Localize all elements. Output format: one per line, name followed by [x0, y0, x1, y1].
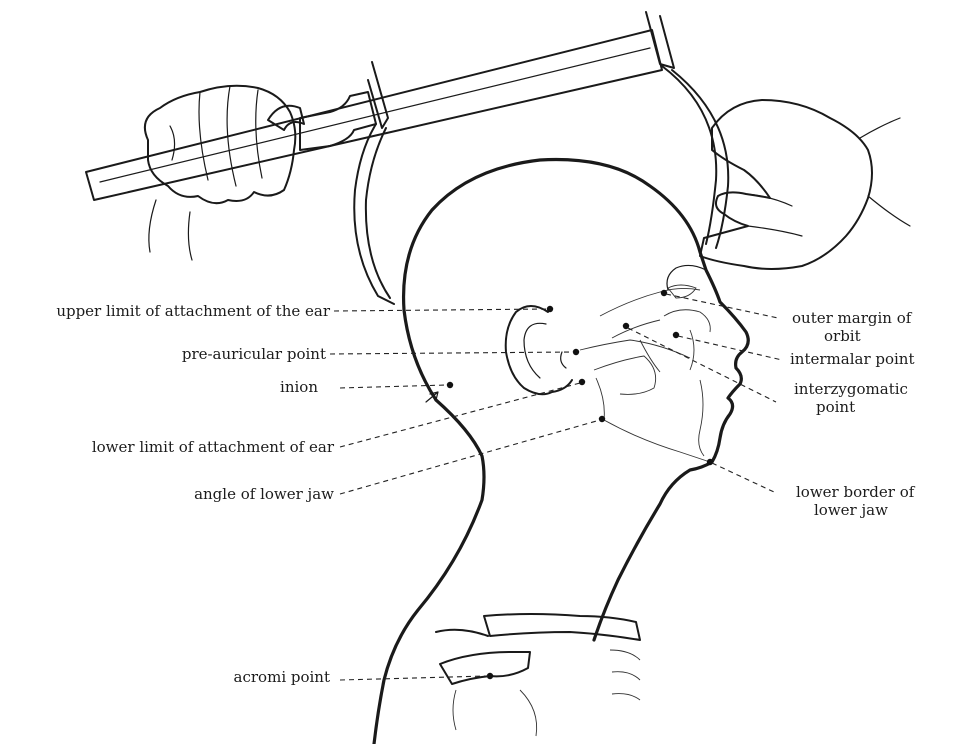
- skull-features: [580, 285, 710, 462]
- leader-lines: [330, 294, 782, 680]
- label-pre-auricular: pre-auricular point: [182, 345, 326, 363]
- label-acromi: acromi point: [234, 668, 330, 686]
- label-interzygomatic-line2: point: [816, 398, 855, 416]
- point-inion: [447, 382, 453, 388]
- label-lower-limit-ear: lower limit of attachment of ear: [92, 438, 335, 456]
- labels-left: upper limit of attachment of the ear pre…: [56, 302, 335, 686]
- label-lower-border-line2: lower jaw: [814, 501, 888, 519]
- label-intermalar: intermalar point: [790, 350, 915, 368]
- label-upper-limit-ear: upper limit of attachment of the ear: [56, 302, 331, 320]
- label-outer-margin-line1: outer margin of: [792, 309, 913, 327]
- right-hand: [700, 100, 910, 269]
- head-profile: [374, 160, 748, 744]
- point-outer-orbit: [661, 290, 667, 296]
- label-interzygomatic-line1: interzygomatic: [794, 380, 908, 398]
- point-intermalar: [673, 332, 679, 338]
- point-upper-ear: [547, 306, 553, 312]
- point-lower-jaw: [707, 459, 713, 465]
- labels-right: outer margin of orbit intermalar point i…: [790, 309, 916, 519]
- label-outer-margin-line2: orbit: [824, 327, 861, 345]
- label-lower-border-line1: lower border of: [796, 483, 916, 501]
- inion-arrow: [426, 392, 438, 402]
- left-hand: [145, 86, 295, 260]
- label-angle-jaw: angle of lower jaw: [194, 485, 334, 503]
- label-inion: inion: [280, 378, 318, 396]
- ear: [506, 306, 572, 394]
- point-angle-jaw: [599, 416, 605, 422]
- shoulder-region: [436, 614, 640, 736]
- point-lower-ear: [579, 379, 585, 385]
